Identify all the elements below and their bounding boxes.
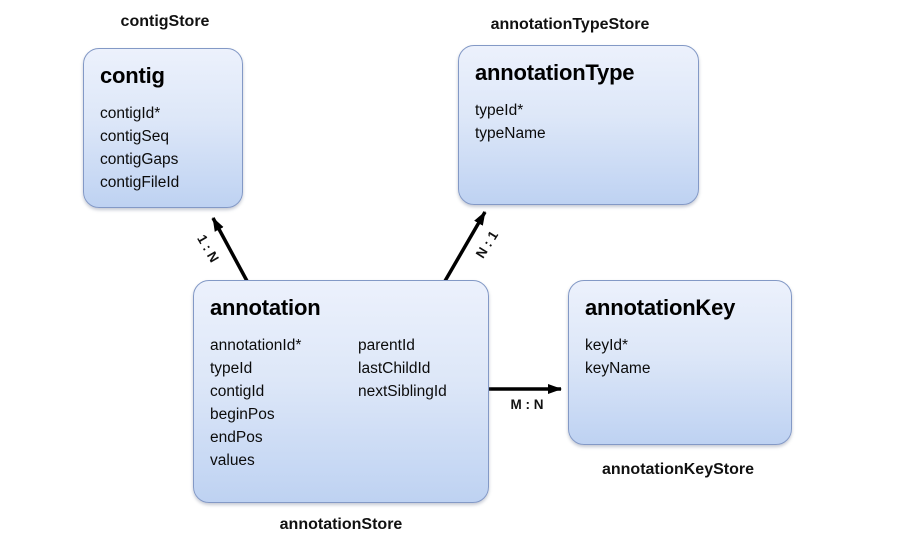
field-item: contigId bbox=[210, 383, 265, 400]
store-label-annotation-type: annotationTypeStore bbox=[490, 16, 650, 33]
entity-title: annotationKey bbox=[585, 295, 736, 320]
field-item: contigFileId bbox=[100, 174, 180, 191]
field-item: typeName bbox=[475, 125, 546, 142]
entity-field-list: typeId* typeName bbox=[475, 99, 682, 145]
entity-box-annotation-type: annotationType typeId* typeName bbox=[458, 45, 699, 205]
field-item: keyName bbox=[585, 360, 651, 377]
field-item: nextSiblingId bbox=[358, 383, 447, 400]
field-item: beginPos bbox=[210, 406, 275, 423]
field-item: values bbox=[210, 452, 255, 469]
entity-box-annotation: annotation annotationId* typeId contigId be… bbox=[193, 280, 489, 503]
entity-title: annotationType bbox=[475, 60, 635, 85]
entity-title: annotation bbox=[210, 295, 321, 320]
field-item: contigGaps bbox=[100, 151, 179, 168]
relationship-label-1-n: 1 : N bbox=[194, 232, 222, 265]
field-item: keyId* bbox=[585, 337, 629, 354]
entity-field-list: contigId* contigSeq contigGaps contigFileId bbox=[100, 102, 226, 194]
field-item: typeId* bbox=[475, 102, 524, 119]
field-item: parentId bbox=[358, 337, 415, 354]
entity-box-annotation-key: annotationKey keyId* keyName bbox=[568, 280, 792, 445]
store-label-annotation-key: annotationKeyStore bbox=[601, 461, 754, 478]
field-item: contigSeq bbox=[100, 128, 169, 145]
entity-field-columns: annotationId* typeId contigId beginPos endPo… bbox=[210, 334, 472, 472]
field-item: lastChildId bbox=[358, 360, 431, 377]
entity-field-list: keyId* keyName bbox=[585, 334, 775, 380]
entity-title: contig bbox=[100, 63, 165, 88]
field-item: endPos bbox=[210, 429, 263, 446]
store-label-annotation: annotationStore bbox=[279, 516, 403, 533]
field-item: annotationId* bbox=[210, 337, 302, 354]
relationship-label-n-1: N : 1 bbox=[472, 228, 502, 261]
entity-field-list: annotationId* typeId contigId beginPos endPo… bbox=[210, 334, 358, 472]
entity-field-list-secondary: parentId lastChildId nextSiblingId bbox=[358, 334, 472, 472]
relationship-label-m-n: M : N bbox=[510, 397, 544, 412]
field-item: typeId bbox=[210, 360, 253, 377]
field-item: contigId* bbox=[100, 105, 161, 122]
store-label-contig: contigStore bbox=[120, 13, 210, 30]
